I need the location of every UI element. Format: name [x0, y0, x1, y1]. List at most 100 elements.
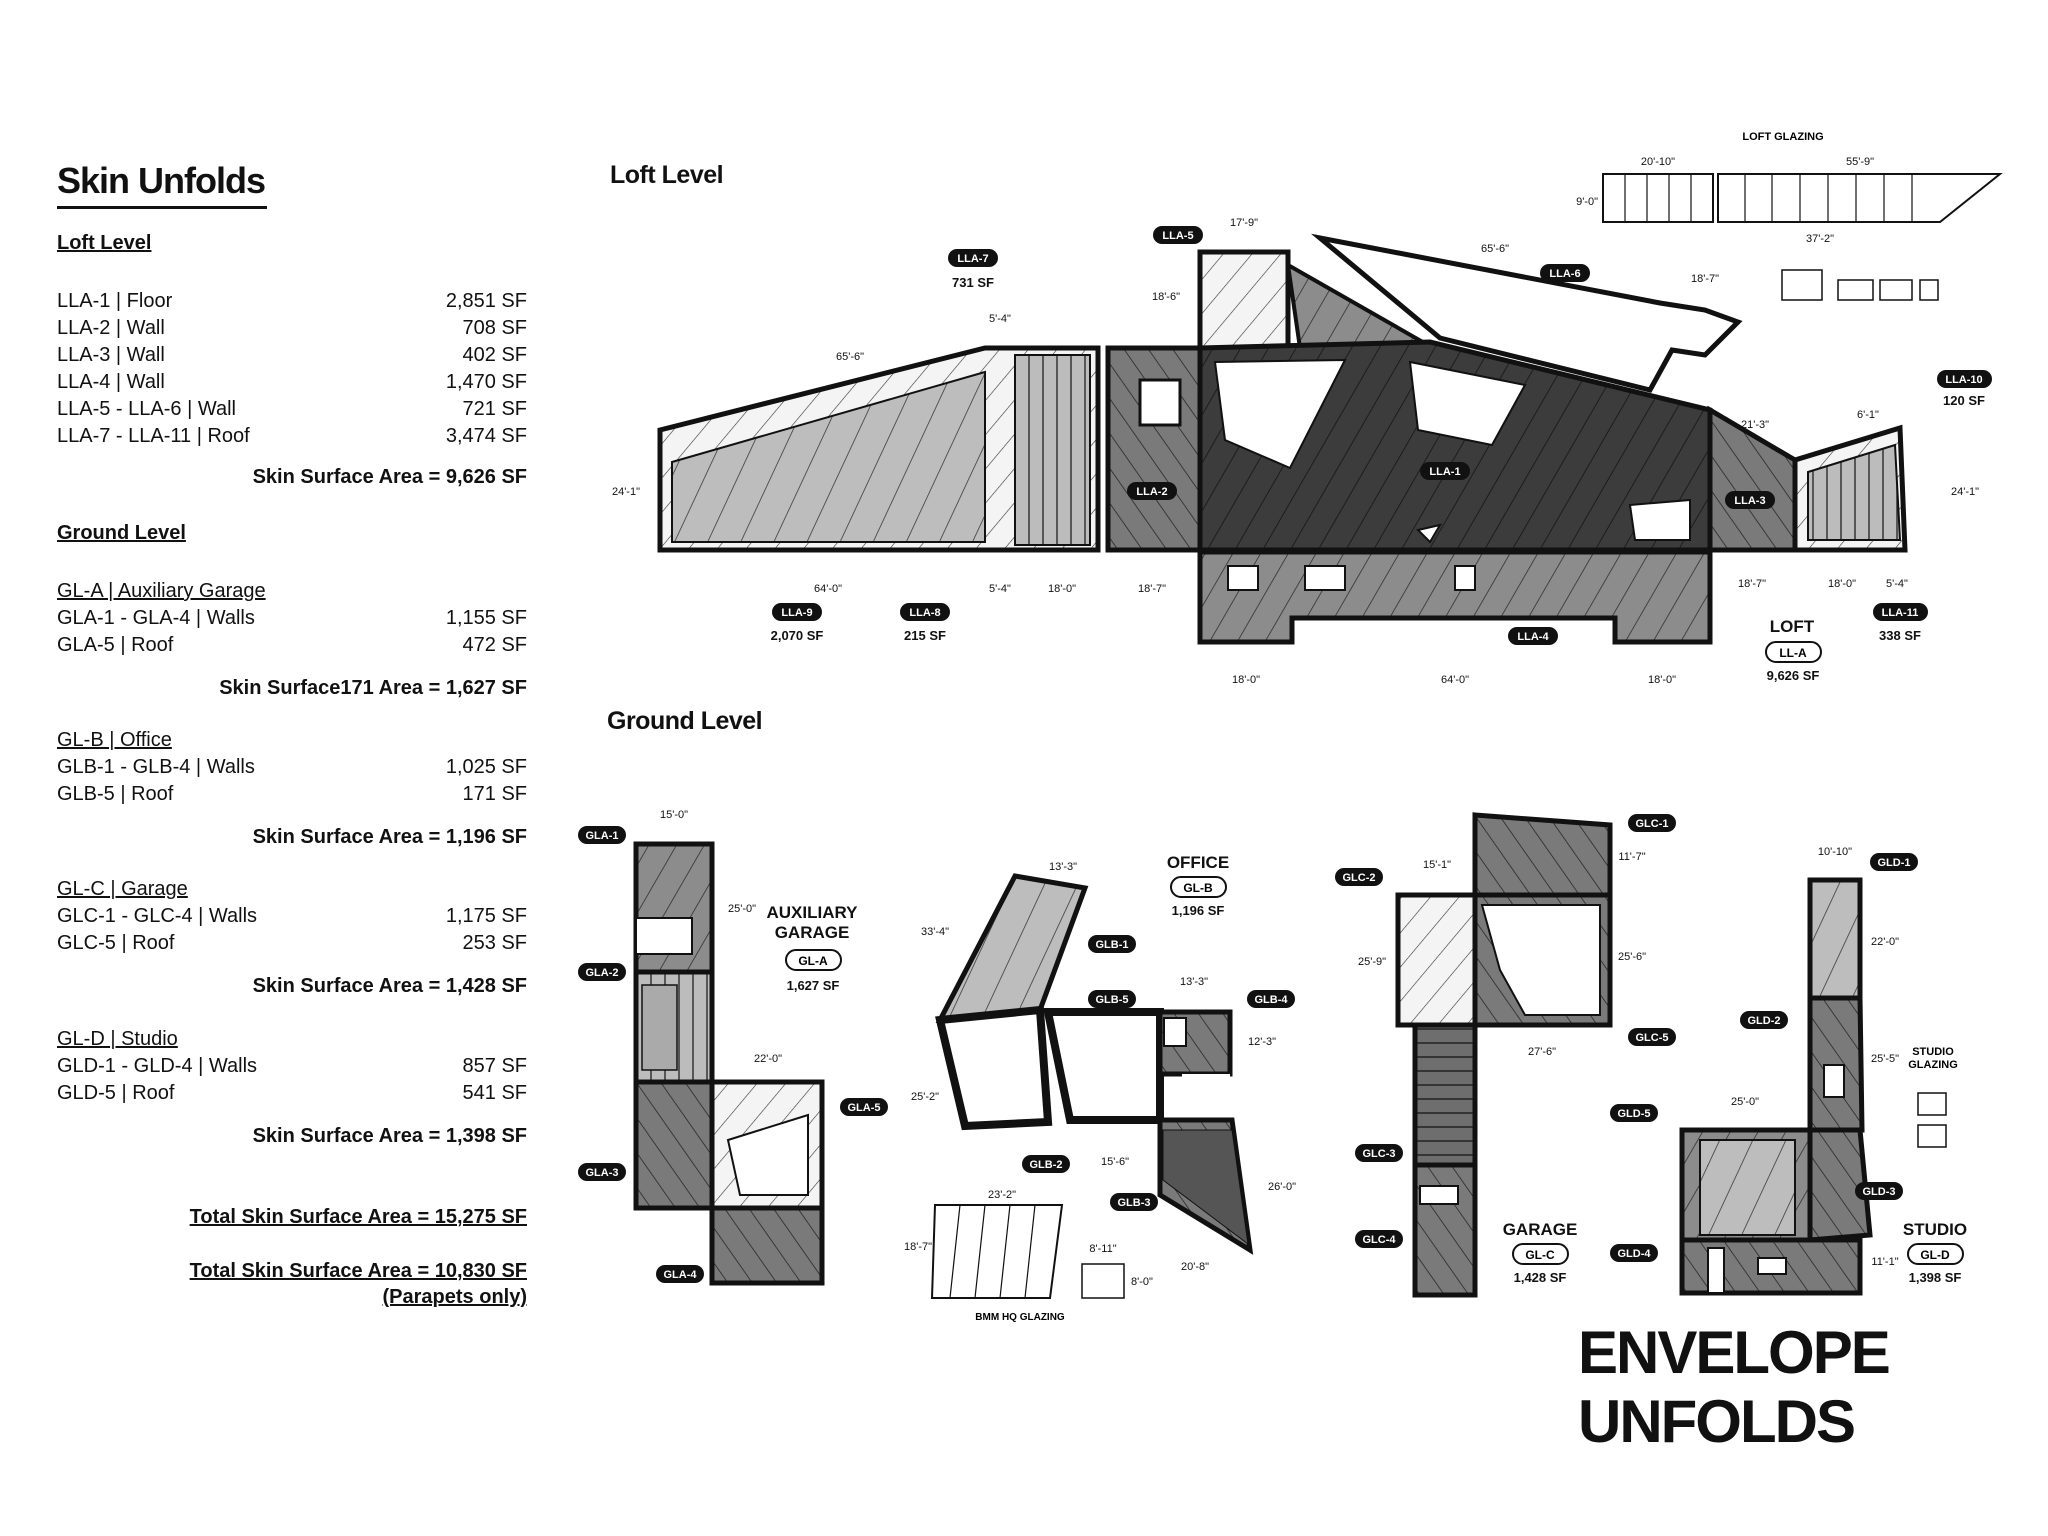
dim: 5'-4"	[989, 313, 1011, 325]
tag-glb-4: GLB-4	[1247, 990, 1295, 1008]
tag-lla-10: LLA-10	[1937, 370, 1992, 388]
dim: 15'-0"	[660, 809, 688, 821]
dim: 22'-0"	[1871, 936, 1899, 948]
svg-text:GLA-5: GLA-5	[848, 1102, 881, 1114]
loft-unfold	[657, 233, 1908, 645]
dim: 64'-0"	[1441, 674, 1469, 686]
opening-lla-1a	[1213, 358, 1347, 470]
dim: 11'-7"	[1618, 851, 1645, 863]
group-total-gla: Skin Surface171 Area = 1,627 SF	[219, 677, 527, 699]
group-total-glb: Skin Surface Area = 1,196 SF	[252, 826, 527, 848]
loft-glazing	[1602, 173, 2003, 301]
svg-text:GL-C: GL-C	[1525, 1248, 1555, 1262]
dim: 22'-0"	[754, 1053, 782, 1065]
gld-unfold	[1679, 877, 1873, 1296]
dim: 24'-1"	[1951, 486, 1979, 498]
studio-glazing-label-2: GLAZING	[1908, 1059, 1958, 1071]
dim: 33'-4"	[921, 926, 949, 938]
dim: 25'-9"	[1358, 956, 1386, 968]
dim: 8'-11"	[1089, 1243, 1116, 1255]
dim: 20'-10"	[1641, 156, 1675, 168]
svg-text:GLC-1: GLC-1	[1636, 818, 1669, 830]
glc-unfold	[1395, 812, 1613, 1298]
dim: 25'-2"	[911, 1091, 939, 1103]
area-gla: 1,627 SF	[787, 978, 840, 993]
dim: 37'-2"	[1806, 233, 1834, 245]
svg-text:LLA-2: LLA-2	[1136, 486, 1167, 498]
tag-gla-2: GLA-2	[578, 963, 626, 981]
dim: 18'-0"	[1232, 674, 1260, 686]
svg-text:GLC-3: GLC-3	[1363, 1148, 1396, 1160]
panel-lla-5	[1197, 249, 1291, 351]
svg-text:GLA-2: GLA-2	[586, 967, 619, 979]
dim: 25'-0"	[1731, 1096, 1759, 1108]
dim: 65'-6"	[836, 351, 864, 363]
tag-glb-1: GLB-1	[1088, 935, 1136, 953]
group-total-glc: Skin Surface Area = 1,428 SF	[252, 975, 527, 997]
dim: 6'-1"	[1857, 409, 1879, 421]
area-glb: 1,196 SF	[1172, 903, 1225, 918]
dim: 20'-8"	[1181, 1261, 1209, 1273]
tag-gld-5: GLD-5	[1610, 1104, 1658, 1122]
aux-name-2: GARAGE	[775, 923, 850, 942]
grand-total: Total Skin Surface Area = 15,275 SF	[189, 1206, 527, 1228]
panel-lla-8	[1014, 354, 1091, 546]
svg-text:LLA-3: LLA-3	[1734, 495, 1765, 507]
dim: 15'-1"	[1423, 859, 1451, 871]
dim: 18'-7"	[1691, 273, 1719, 285]
group-name-glc: GL-C | Garage	[57, 878, 188, 900]
group-name-glb: GL-B | Office	[57, 729, 172, 751]
tag-lla-6: LLA-6	[1540, 264, 1590, 282]
dim: 25'-6"	[1618, 951, 1646, 963]
panel-lla-9-inner	[671, 370, 986, 543]
tag-glc-2: GLC-2	[1335, 868, 1383, 886]
area-lla-8: 215 SF	[904, 628, 946, 643]
dim: 12'-3"	[1248, 1036, 1276, 1048]
dim: 65'-6"	[1481, 243, 1509, 255]
area-glc: 1,428 SF	[1514, 1270, 1567, 1285]
svg-text:GL-A: GL-A	[798, 954, 828, 968]
glb-unfold	[935, 873, 1254, 1255]
loft-name: LOFT	[1770, 617, 1815, 636]
area-lla-11: 338 SF	[1879, 628, 1921, 643]
dim: 27'-6"	[1528, 1046, 1556, 1058]
svg-text:LLA-4: LLA-4	[1517, 631, 1549, 643]
loft-level-heading: Loft Level	[57, 232, 152, 254]
tag-lla-7: LLA-7	[948, 249, 998, 267]
group-name-gld: GL-D | Studio	[57, 1028, 178, 1050]
svg-text:GLC-5: GLC-5	[1636, 1032, 1669, 1044]
dim: 8'-0"	[1131, 1276, 1153, 1288]
svg-text:LLA-6: LLA-6	[1549, 268, 1580, 280]
tag-lla-11: LLA-11	[1873, 603, 1928, 621]
area-loft: 9,626 SF	[1767, 668, 1820, 683]
dim: 10'-10"	[1818, 846, 1852, 858]
opening-lla-4b	[1304, 565, 1346, 591]
panel-lla-2	[1105, 345, 1203, 553]
opening-lla-4c	[1454, 565, 1476, 591]
tag-gla-3: GLA-3	[578, 1163, 626, 1181]
tag-lla-4: LLA-4	[1508, 627, 1558, 645]
tag-glc-4: GLC-4	[1355, 1230, 1403, 1248]
svg-text:GLD-5: GLD-5	[1618, 1108, 1651, 1120]
panel-lla-10	[1807, 443, 1902, 541]
opening-lla-1b	[1408, 360, 1527, 447]
dim: 18'-0"	[1828, 578, 1856, 590]
svg-text:GLC-4: GLC-4	[1363, 1234, 1397, 1246]
tag-gld-1: GLD-1	[1870, 853, 1918, 871]
panel-lla-3	[1707, 405, 1798, 553]
svg-text:GLB-3: GLB-3	[1118, 1197, 1151, 1209]
dim: 18'-0"	[1048, 583, 1076, 595]
studio-name: STUDIO	[1903, 1220, 1967, 1239]
svg-text:GLC-2: GLC-2	[1343, 872, 1376, 884]
svg-text:GL-B: GL-B	[1183, 881, 1213, 895]
dim: 11'-1"	[1871, 1256, 1898, 1268]
tag-lla-5: LLA-5	[1153, 226, 1203, 244]
bmm-glazing-label: BMM HQ GLAZING	[975, 1312, 1065, 1323]
dim: 5'-4"	[989, 583, 1011, 595]
